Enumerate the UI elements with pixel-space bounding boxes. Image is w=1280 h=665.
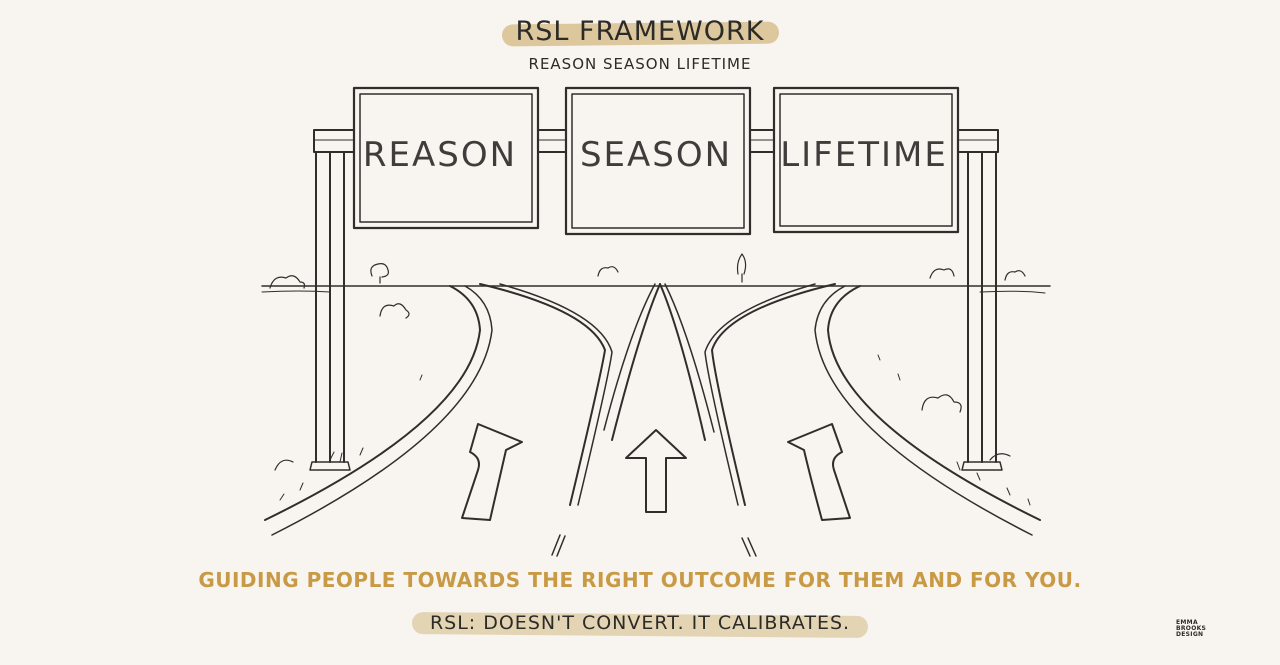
bush	[274, 453, 1011, 471]
road-edge-right-inner	[711, 283, 836, 506]
title-container: RSL FRAMEWORK	[0, 14, 1280, 49]
footer-text: RSL: DOESN'T CONVERT. IT CALIBRATES.	[412, 608, 868, 638]
road-edge-right-outer	[827, 285, 1041, 521]
page-title: RSL FRAMEWORK	[502, 14, 779, 49]
brand-line: EMMA	[1176, 619, 1198, 626]
sign-label-reason: REASON	[363, 135, 517, 175]
bush	[379, 303, 410, 319]
bush	[597, 266, 619, 277]
footer-container: RSL: DOESN'T CONVERT. IT CALIBRATES.	[0, 608, 1280, 638]
arrow-right-icon	[787, 423, 851, 521]
road-median-right	[659, 283, 706, 441]
sign-board-lifetime	[772, 86, 960, 234]
brand-line: BROOKS	[1176, 625, 1207, 632]
tagline: GUIDING PEOPLE TOWARDS THE RIGHT OUTCOME…	[198, 568, 1082, 592]
arrow-center-icon	[625, 429, 687, 513]
brand-logo: EMMA BROOKS DESIGN	[1176, 620, 1218, 638]
bush	[921, 394, 962, 413]
arrow-left-icon	[461, 423, 523, 521]
sign-board-reason	[352, 86, 540, 230]
gantry-beam	[313, 129, 999, 153]
gantry-post-left	[315, 151, 345, 463]
road-median-left	[611, 283, 661, 441]
road-edge-left-outer	[264, 285, 481, 521]
tree	[370, 263, 389, 284]
sign-label-lifetime: LIFETIME	[780, 135, 948, 175]
bush	[1004, 270, 1026, 281]
gantry-post-right	[967, 151, 997, 463]
page-subtitle: REASON SEASON LIFETIME	[528, 55, 752, 73]
road-edge-left-inner	[479, 283, 606, 506]
sign-label-season: SEASON	[580, 135, 732, 175]
bush	[929, 268, 955, 279]
brand-line: DESIGN	[1176, 631, 1204, 638]
sign-board-season	[564, 86, 752, 236]
tree	[736, 253, 747, 283]
bush	[269, 275, 306, 289]
